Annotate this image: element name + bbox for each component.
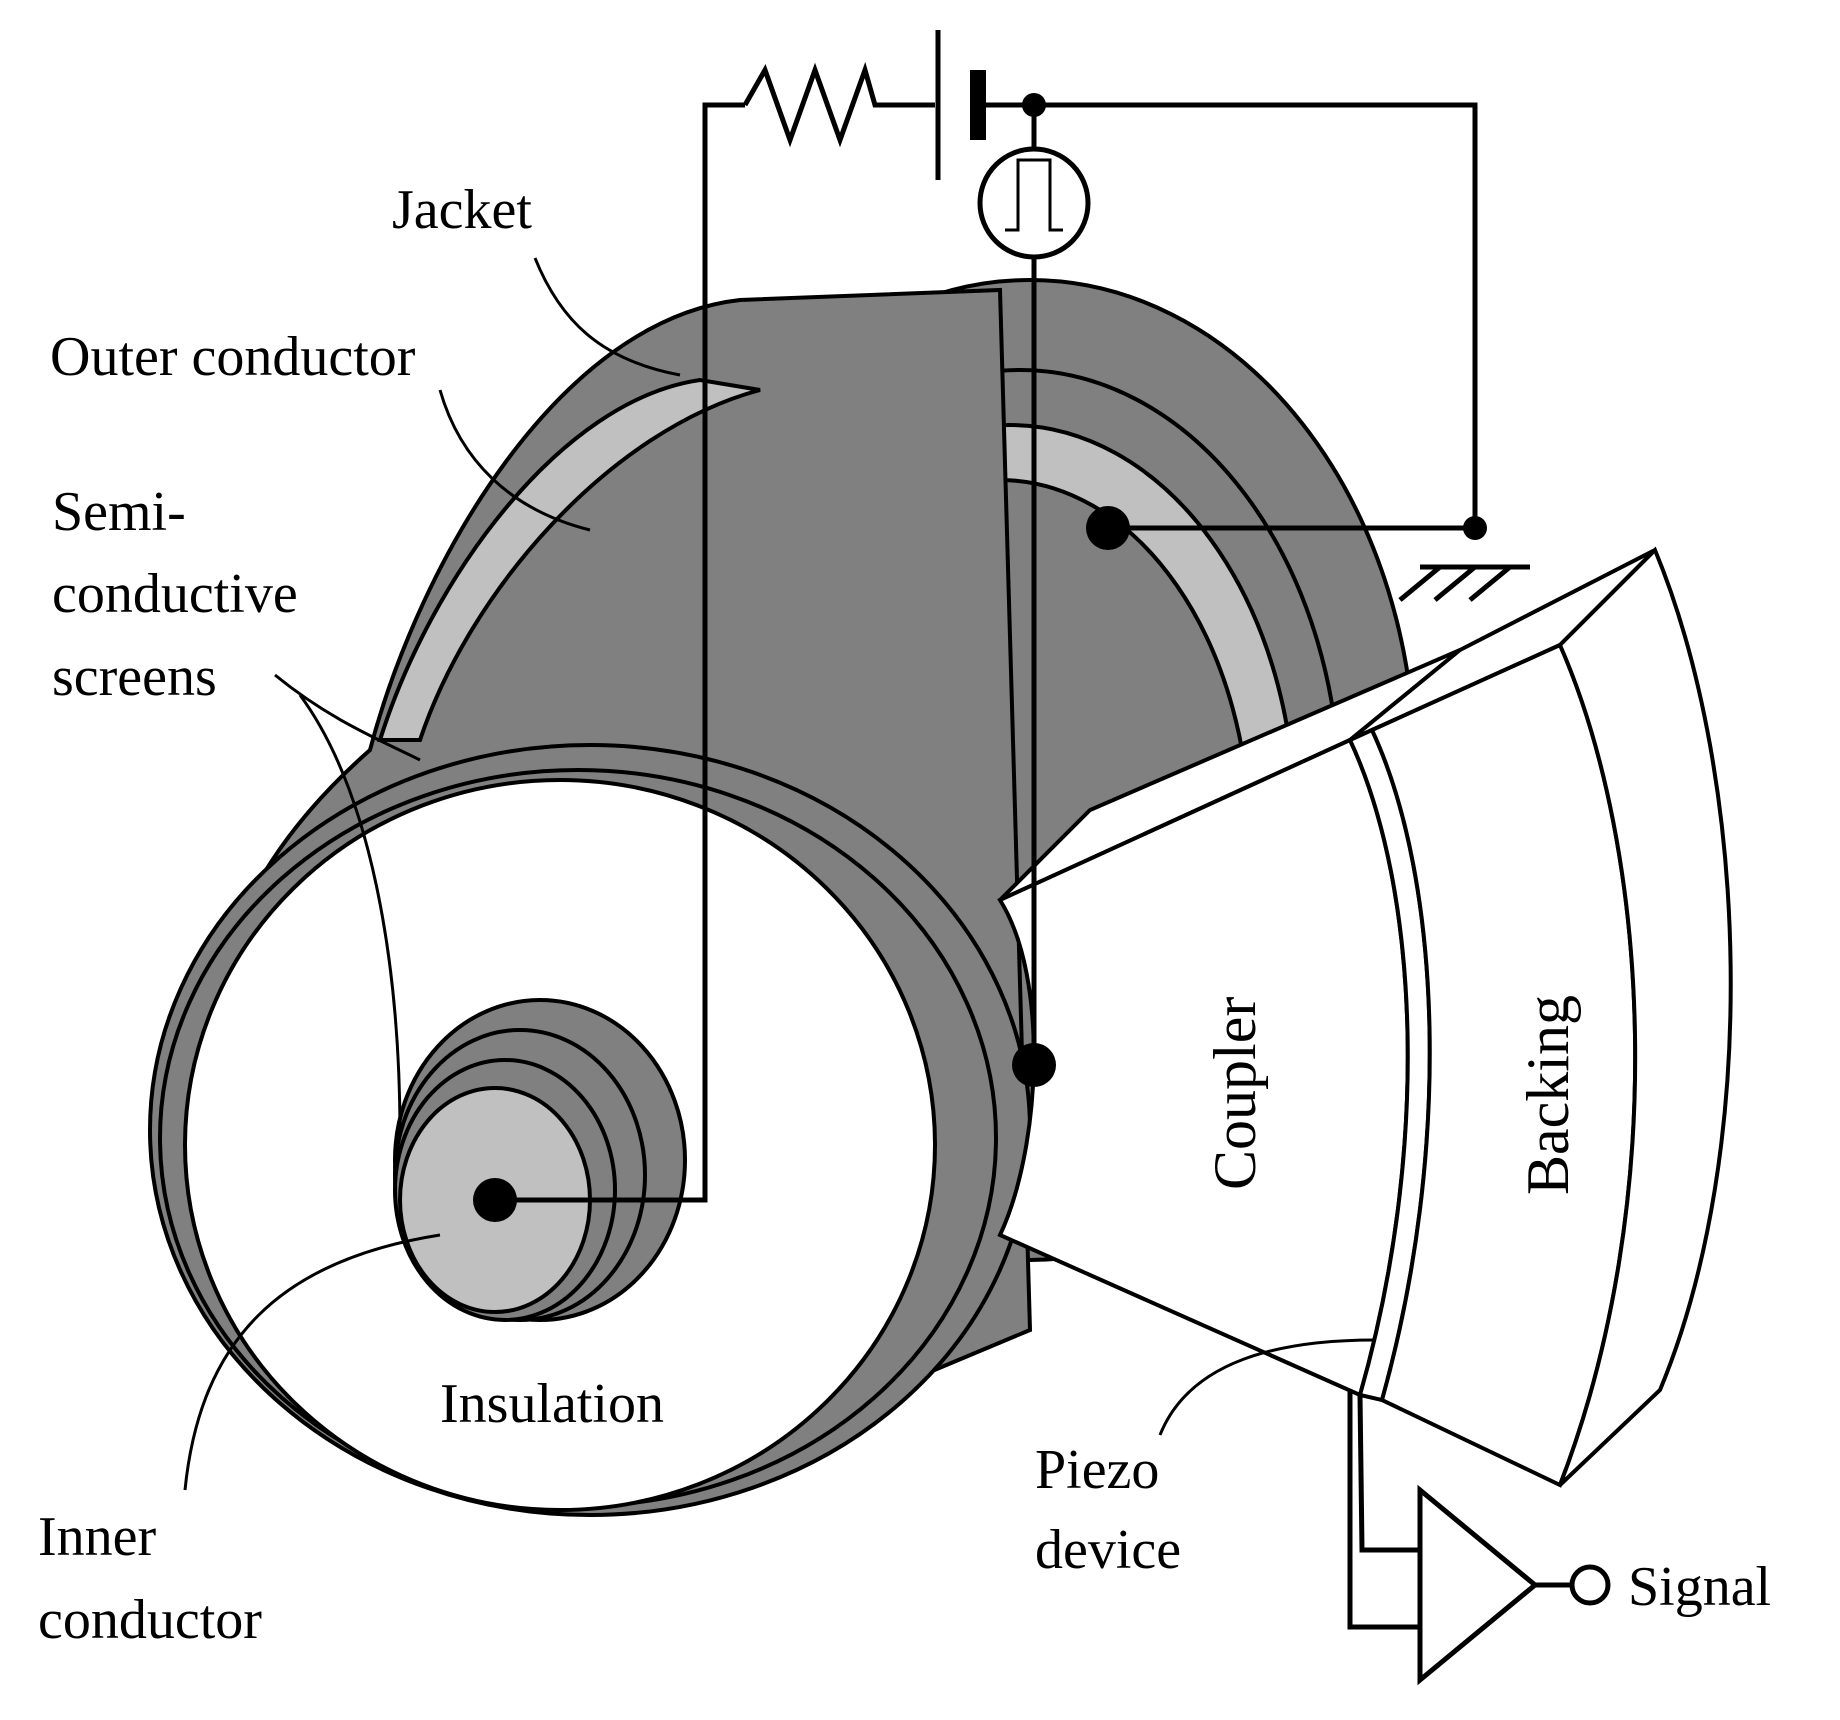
output-terminal-icon: [1569, 1564, 1611, 1606]
labels: Jacket Outer conductor Semi- conductive …: [38, 179, 1771, 1651]
backing-side-face: [1557, 546, 1733, 1487]
leader-lines: [183, 257, 1376, 1491]
label-outer-conductor: Outer conductor: [50, 326, 416, 388]
label-jacket: Jacket: [392, 179, 532, 241]
label-semi-1: Semi-: [52, 481, 186, 543]
label-inner-2: conductor: [38, 1589, 262, 1651]
ground-icon: [1398, 564, 1530, 602]
amplifier-icon: [1417, 1484, 1539, 1686]
label-semi-3: screens: [52, 646, 217, 708]
label-piezo-1: Piezo: [1035, 1439, 1159, 1501]
label-signal: Signal: [1628, 1556, 1771, 1618]
pulse-source-icon: [977, 146, 1091, 260]
label-coupler: Coupler: [1202, 997, 1268, 1190]
label-piezo-2: device: [1035, 1519, 1181, 1581]
outer-conductor-band: [377, 377, 761, 742]
resistor-icon: [742, 61, 935, 148]
sensor: [997, 546, 1733, 1488]
label-inner-1: Inner: [38, 1506, 157, 1568]
label-backing: Backing: [1515, 995, 1581, 1195]
cable-front: [148, 743, 1032, 1517]
label-semi-2: conductive: [52, 563, 298, 625]
circuit: [473, 30, 1611, 1686]
label-insulation: Insulation: [440, 1373, 664, 1435]
